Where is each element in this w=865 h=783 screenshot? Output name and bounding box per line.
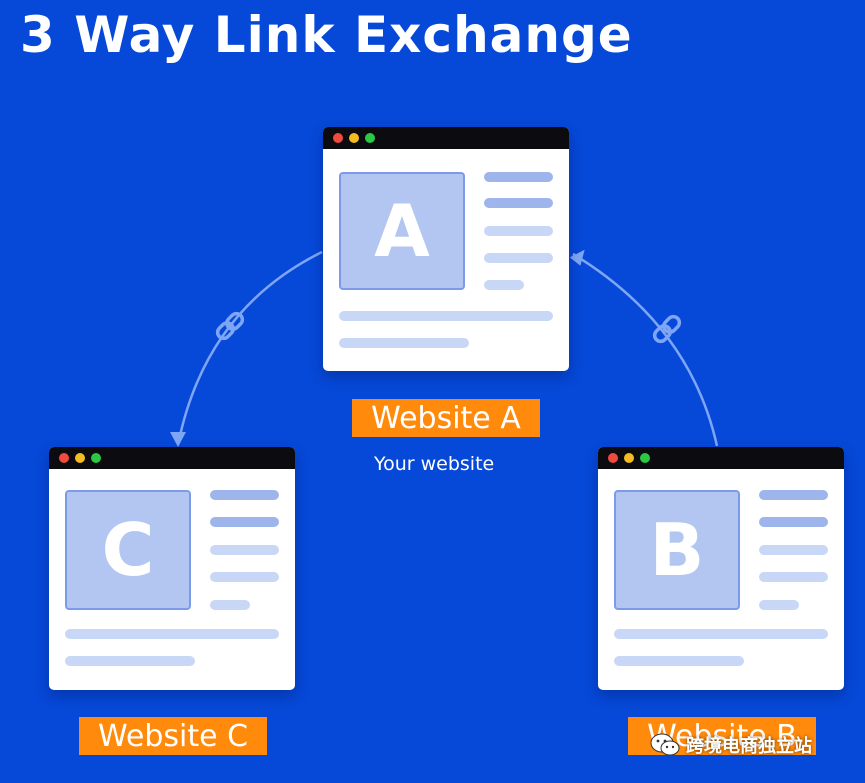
text-line	[484, 280, 524, 290]
arc-b-to-a	[572, 252, 719, 447]
text-line	[339, 338, 469, 348]
text-line	[614, 629, 828, 639]
text-line	[484, 226, 553, 236]
text-line	[210, 600, 250, 610]
text-line	[759, 517, 828, 527]
website-c-label: Website C	[79, 717, 267, 755]
text-line	[65, 656, 195, 666]
minimize-dot-icon	[624, 453, 634, 463]
text-line	[759, 545, 828, 555]
maximize-dot-icon	[365, 133, 375, 143]
text-line	[65, 629, 279, 639]
text-line	[759, 572, 828, 582]
website-a-window: A	[323, 127, 569, 371]
minimize-dot-icon	[349, 133, 359, 143]
maximize-dot-icon	[91, 453, 101, 463]
arrow-head-icon	[569, 249, 585, 266]
page-title: 3 Way Link Exchange	[20, 6, 633, 64]
website-a-label: Website A	[352, 399, 540, 437]
text-line	[759, 490, 828, 500]
website-c-window: C	[49, 447, 295, 690]
close-dot-icon	[333, 133, 343, 143]
text-line	[210, 545, 279, 555]
website-a-sublabel: Your website	[374, 453, 495, 475]
close-dot-icon	[608, 453, 618, 463]
link-chain-icon	[652, 314, 682, 344]
close-dot-icon	[59, 453, 69, 463]
watermark: 跨境电商独立站	[650, 727, 812, 763]
text-line	[339, 311, 553, 321]
watermark-text: 跨境电商独立站	[686, 736, 812, 757]
link-chain-icon	[215, 311, 245, 341]
website-b-letter: B	[614, 490, 740, 610]
maximize-dot-icon	[640, 453, 650, 463]
text-line	[210, 517, 279, 527]
website-b-window: B	[598, 447, 844, 690]
wechat-icon	[650, 733, 680, 756]
minimize-dot-icon	[75, 453, 85, 463]
website-c-letter: C	[65, 490, 191, 610]
text-line	[210, 572, 279, 582]
text-line	[614, 656, 744, 666]
text-line	[484, 198, 553, 208]
arrow-head-icon	[170, 432, 186, 447]
window-title-bar	[323, 127, 569, 149]
arc-a-to-c	[176, 250, 323, 446]
website-a-letter: A	[339, 172, 465, 290]
text-line	[484, 172, 553, 182]
window-title-bar	[598, 447, 844, 469]
text-line	[759, 600, 799, 610]
text-line	[210, 490, 279, 500]
window-title-bar	[49, 447, 295, 469]
text-line	[484, 253, 553, 263]
